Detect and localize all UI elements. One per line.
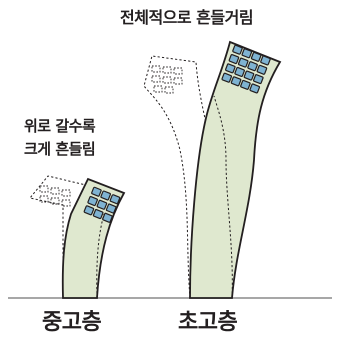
high-rise-building bbox=[143, 40, 282, 299]
high-rise-body bbox=[189, 40, 282, 299]
mid-rise-building bbox=[29, 175, 126, 299]
high-rise-ghost-windows bbox=[151, 65, 183, 94]
mid-rise-label: 중고층 bbox=[42, 310, 102, 335]
high-rise-label: 초고층 bbox=[178, 310, 238, 335]
mid-rise-caption-line2: 크게 흔들림 bbox=[24, 140, 96, 158]
mid-rise-windows bbox=[83, 186, 121, 223]
high-rise-caption: 전체적으로 흔들거림 bbox=[120, 8, 254, 27]
mid-rise-caption: 위로 갈수록 크게 흔들림 bbox=[24, 115, 96, 161]
high-rise-windows bbox=[221, 44, 271, 94]
high-rise-sway-dotted bbox=[213, 95, 233, 299]
mid-rise-caption-line1: 위로 갈수록 bbox=[24, 117, 96, 135]
mid-rise-sway-dotted bbox=[96, 213, 105, 299]
mid-rise-ghost-windows bbox=[39, 185, 71, 207]
